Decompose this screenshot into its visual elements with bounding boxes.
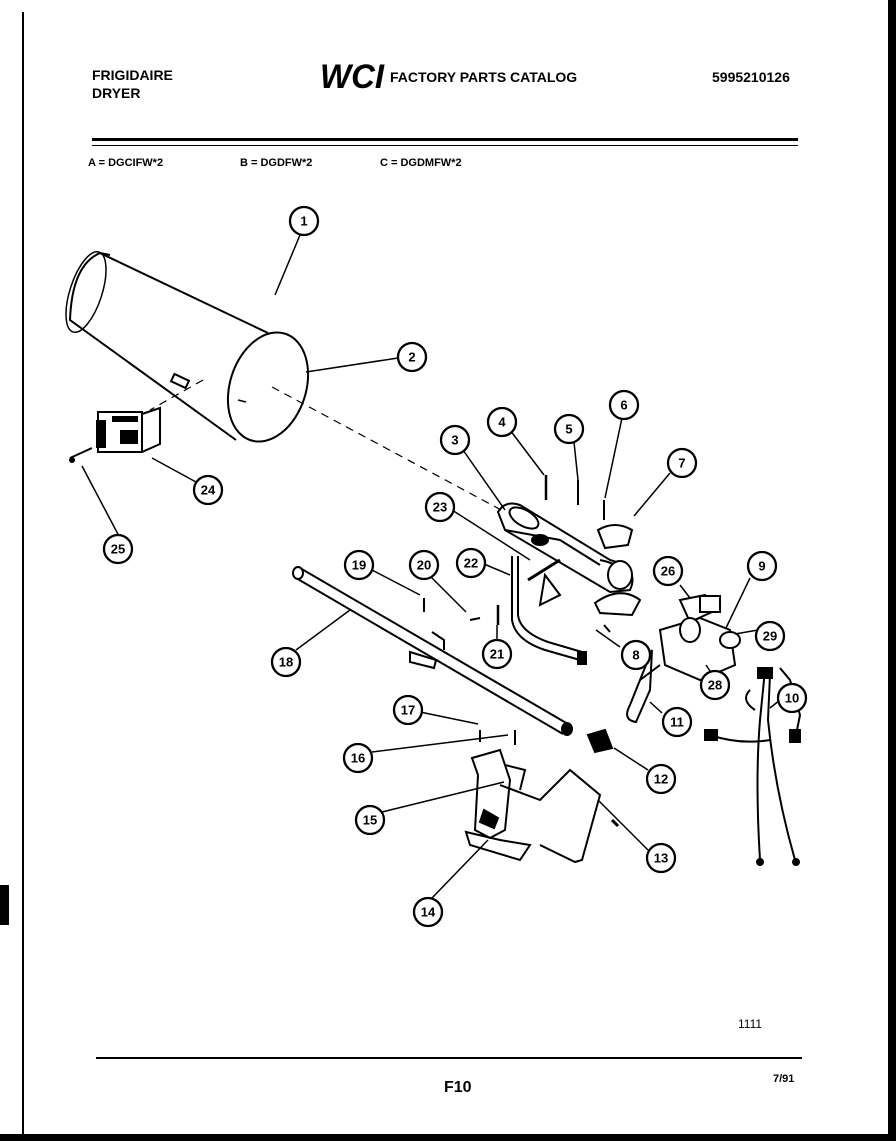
svg-text:24: 24 (201, 483, 216, 498)
svg-text:2: 2 (408, 350, 415, 365)
svg-text:10: 10 (785, 691, 799, 706)
svg-text:15: 15 (363, 813, 377, 828)
callout-22: 22 (455, 547, 487, 579)
callout-7: 7 (666, 447, 698, 479)
brand-block: FRIGIDAIRE DRYER (92, 68, 173, 104)
svg-text:6: 6 (620, 398, 627, 413)
wci-logo: WCI (320, 58, 386, 94)
leader-lines (81, 234, 781, 899)
svg-text:29: 29 (763, 629, 777, 644)
callout-24: 24 (192, 474, 224, 506)
callout-11: 11 (661, 706, 693, 738)
wci-logo-text: WCI (320, 58, 386, 94)
brand-name: FRIGIDAIRE (92, 67, 173, 83)
callout-10: 10 (776, 682, 808, 714)
svg-text:21: 21 (490, 647, 504, 662)
wire-harness (704, 667, 802, 866)
centerline (149, 379, 506, 513)
page-frame (22, 12, 889, 1134)
svg-text:17: 17 (401, 703, 415, 718)
callout-9: 9 (746, 550, 778, 582)
burner-tube (292, 566, 573, 736)
callout-18: 18 (270, 646, 302, 678)
callout-26: 26 (652, 555, 684, 587)
callout-23: 23 (424, 491, 456, 523)
svg-text:3: 3 (451, 433, 458, 448)
svg-text:18: 18 (279, 655, 293, 670)
burner-housing (496, 475, 642, 633)
footer-rule (96, 1057, 802, 1059)
left-margin (0, 0, 22, 1141)
gas-valve (586, 593, 741, 754)
callout-12: 12 (645, 763, 677, 795)
svg-text:7: 7 (678, 456, 685, 471)
header-rule-thick (92, 138, 798, 141)
callout-28: 28 (699, 669, 731, 701)
callout-4: 4 (486, 406, 518, 438)
drum-sensor (69, 406, 161, 463)
callout-6: 6 (608, 389, 640, 421)
drum-assembly (65, 251, 310, 443)
callout-21: 21 (481, 638, 513, 670)
catalog-title: FACTORY PARTS CATALOG (390, 69, 578, 85)
svg-text:28: 28 (708, 678, 722, 693)
burner-bracket (464, 730, 620, 864)
callout-2: 2 (396, 341, 428, 373)
svg-text:12: 12 (654, 772, 668, 787)
diagram-code: 1111 (738, 1017, 763, 1031)
callout-25: 25 (102, 533, 134, 565)
header-rule-thin (92, 145, 798, 146)
callout-15: 15 (354, 804, 386, 836)
revision-date: 7/91 (773, 1073, 795, 1085)
svg-text:23: 23 (433, 500, 447, 515)
svg-text:14: 14 (421, 905, 436, 920)
igniter (469, 556, 587, 665)
appliance-type: DRYER (92, 85, 141, 101)
svg-text:9: 9 (758, 559, 765, 574)
svg-text:5: 5 (565, 422, 572, 437)
model-c: C = DGDMFW*2 (380, 157, 462, 169)
svg-text:4: 4 (498, 415, 506, 430)
callout-5: 5 (553, 413, 585, 445)
svg-text:16: 16 (351, 751, 365, 766)
callout-19: 19 (343, 549, 375, 581)
callout-3: 3 (439, 424, 471, 456)
callout-17: 17 (392, 694, 424, 726)
svg-text:1: 1 (300, 214, 307, 229)
callout-20: 20 (408, 549, 440, 581)
svg-text:26: 26 (661, 564, 675, 579)
svg-text:11: 11 (670, 715, 684, 730)
callout-29: 29 (754, 620, 786, 652)
callout-16: 16 (342, 742, 374, 774)
scan-mark (0, 885, 9, 925)
bottom-scan-edge (0, 1134, 896, 1141)
svg-text:8: 8 (632, 648, 639, 663)
right-scan-edge (888, 0, 896, 1141)
svg-text:20: 20 (417, 558, 431, 573)
callout-14: 14 (412, 896, 444, 928)
svg-text:25: 25 (111, 542, 125, 557)
page-number: F10 (444, 1079, 472, 1096)
svg-text:22: 22 (464, 556, 478, 571)
callout-8: 8 (620, 639, 652, 671)
callout-13: 13 (645, 842, 677, 874)
svg-text:13: 13 (654, 851, 668, 866)
catalog-number: 5995210126 (712, 69, 790, 85)
svg-text:19: 19 (352, 558, 366, 573)
model-b: B = DGDFW*2 (240, 157, 313, 169)
callout-1: 1 (288, 205, 320, 237)
model-a: A = DGCIFW*2 (88, 157, 164, 169)
